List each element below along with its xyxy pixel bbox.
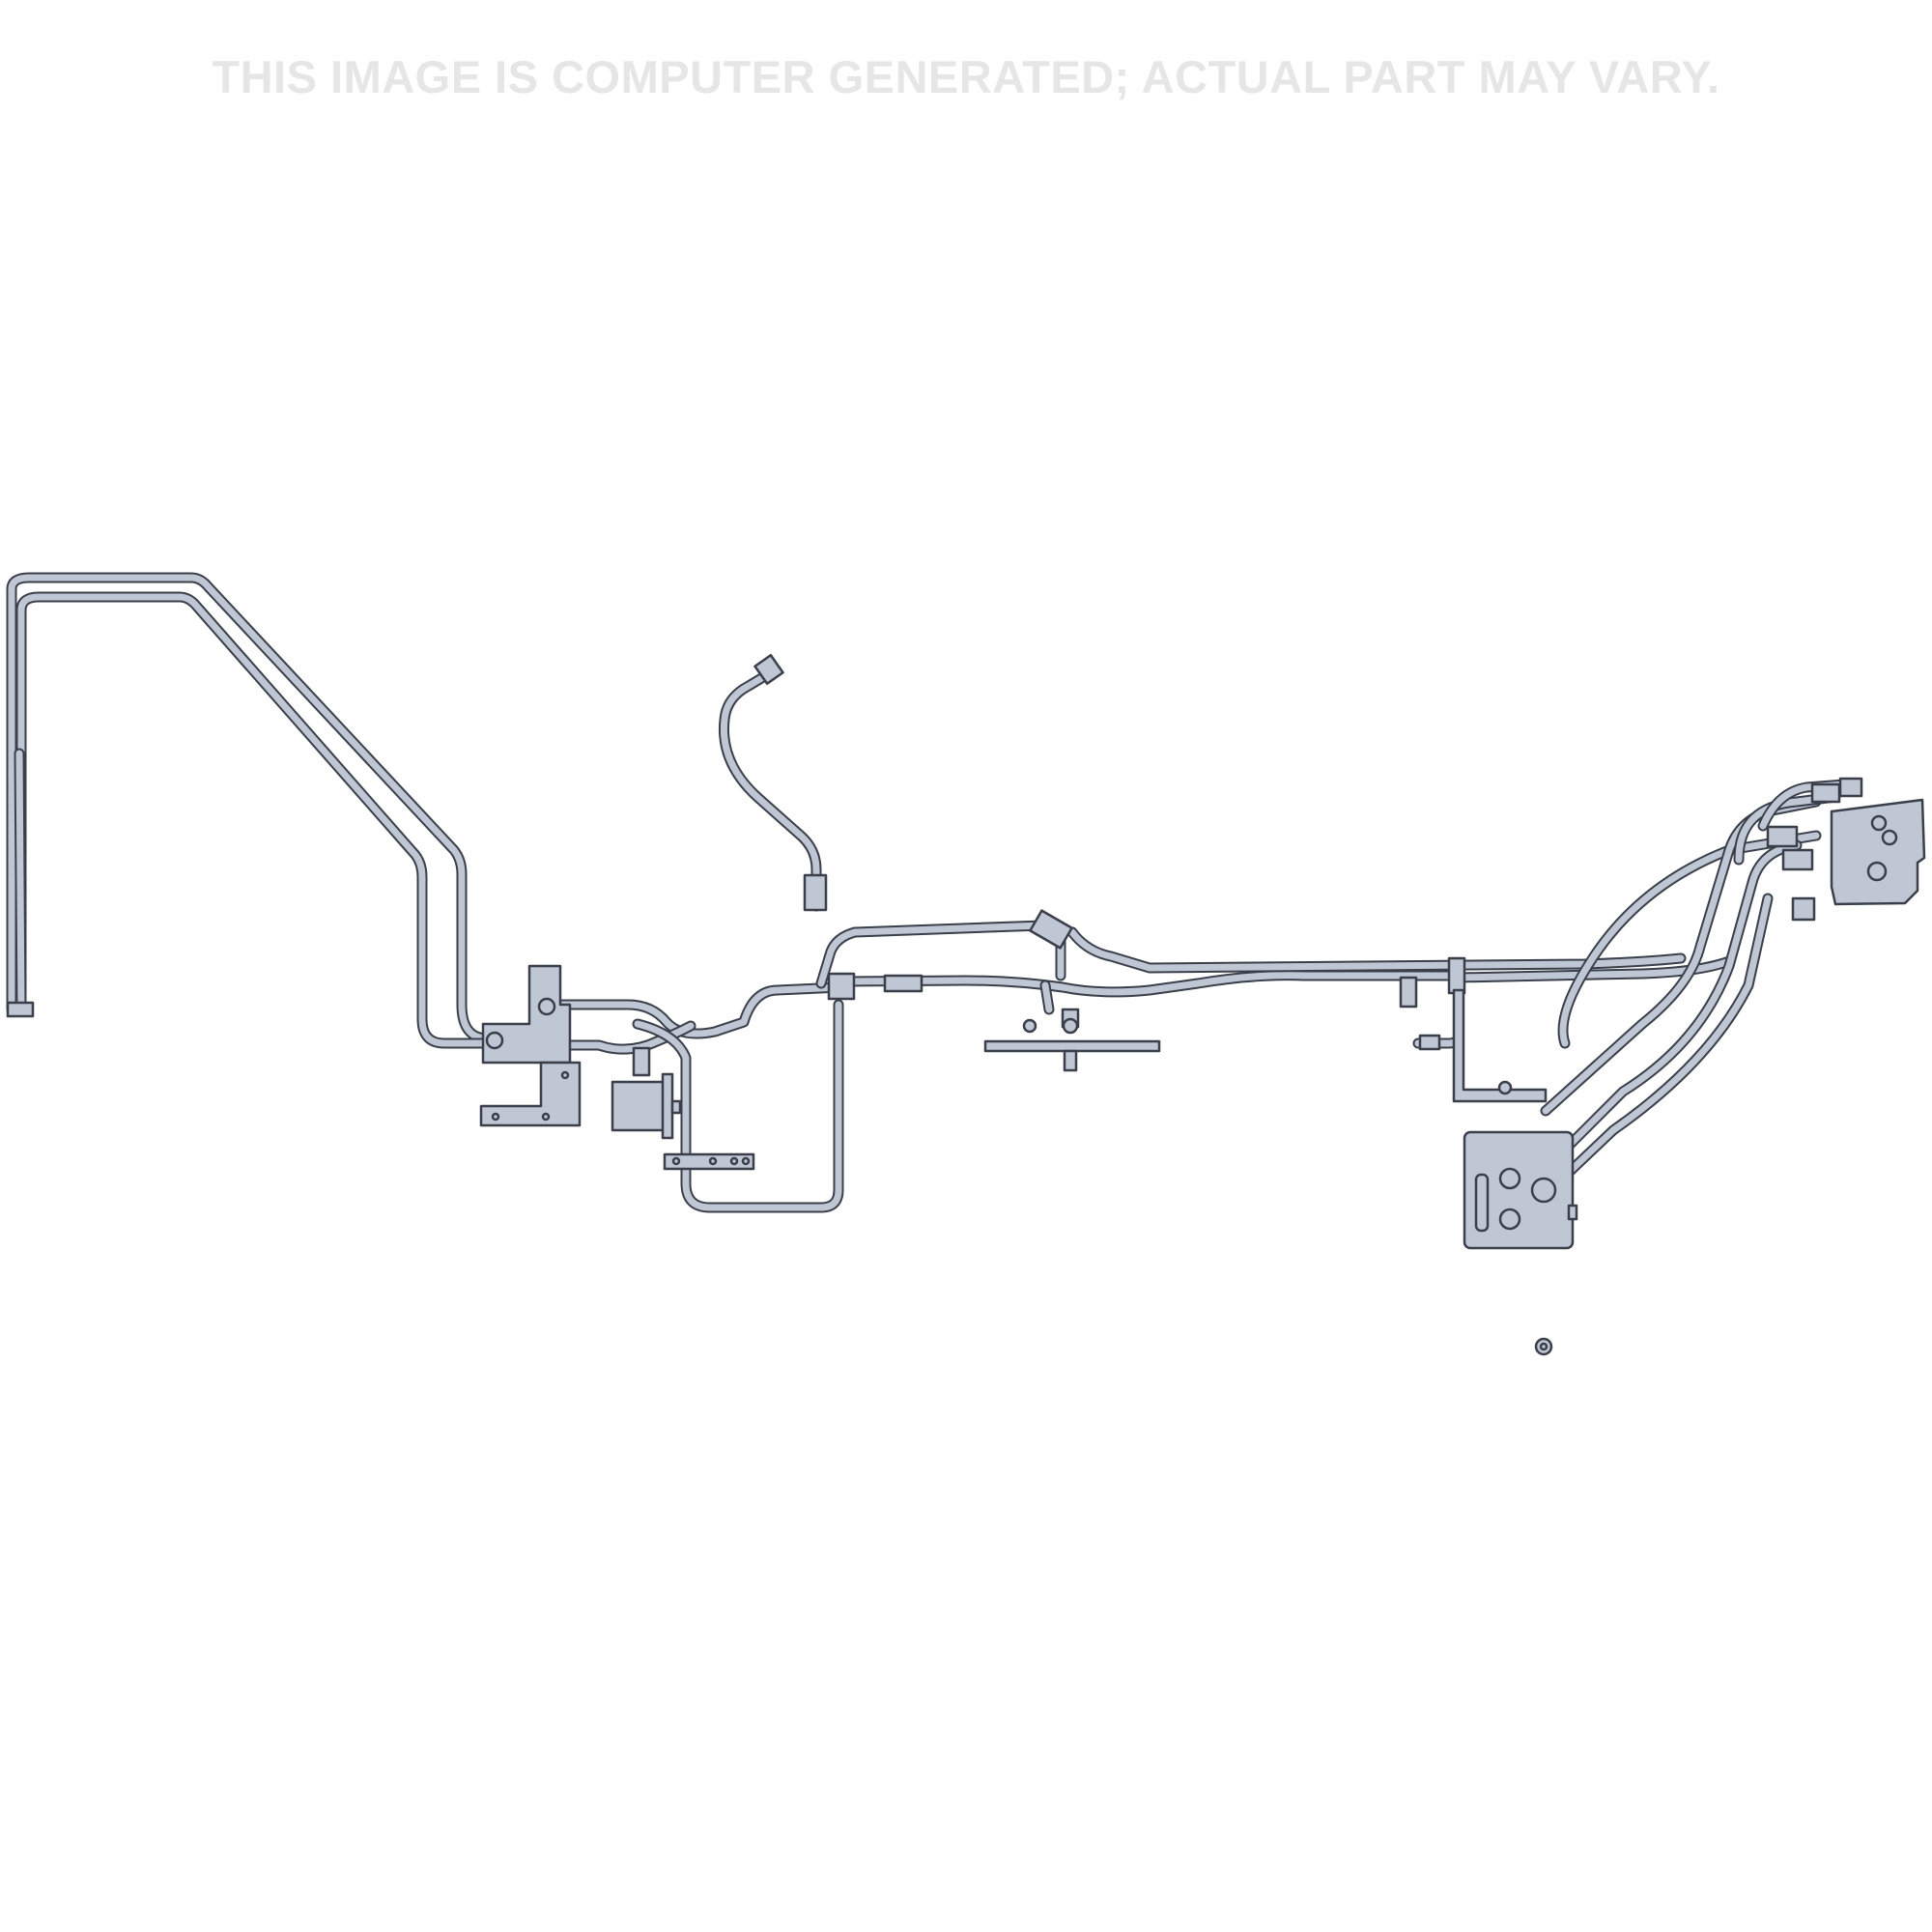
manifold-fitting-5 xyxy=(1838,777,1863,798)
mounting-bracket-left xyxy=(479,1061,582,1127)
mid-small-fitting xyxy=(1418,1034,1441,1051)
center-nut-1 xyxy=(1022,1018,1037,1034)
center-union xyxy=(883,974,923,993)
tube-left-loop-inner-fill xyxy=(17,593,497,1047)
tube-right-riser-c-fill xyxy=(1513,895,1772,1226)
tube-center-drop-fill xyxy=(1041,981,1053,1013)
pump-fitting xyxy=(632,1046,651,1077)
manifold-fitting-3 xyxy=(1781,848,1814,871)
parts-group xyxy=(6,654,1926,1356)
pump-flange xyxy=(661,1072,674,1140)
tube-left-sleeve-fill xyxy=(15,750,25,1013)
center-nut-2 xyxy=(1062,1017,1079,1035)
tube-main-run-mid-fill xyxy=(846,972,1463,996)
right-bracket-bolt xyxy=(1497,1080,1513,1095)
mount-plate-port-1 xyxy=(1498,1167,1521,1190)
pump-bracket-bolt-3 xyxy=(729,1156,739,1166)
hose-right-arc-fill xyxy=(1559,832,1820,1047)
tube-right-riser-b-fill xyxy=(1518,841,1801,1197)
hose-end-fitting-lower xyxy=(803,873,828,912)
valve-port-left-lower xyxy=(485,1031,504,1050)
mounting-bracket-right xyxy=(1452,988,1548,1103)
mount-plate-port-2 xyxy=(1498,1208,1521,1231)
manifold-port-3 xyxy=(1866,861,1888,882)
manifold-fitting-2 xyxy=(1766,825,1799,848)
pump-bracket-bolt-4 xyxy=(741,1156,751,1166)
center-bracket-plate xyxy=(983,1039,1161,1053)
bracket-bolt-1 xyxy=(491,1112,500,1122)
tube-block-to-center-lower-fill xyxy=(556,1022,695,1053)
center-clamp xyxy=(827,972,856,1001)
pump-shaft xyxy=(670,1099,682,1115)
manifold-fitting-4 xyxy=(1791,896,1816,922)
mount-plate-tab xyxy=(1567,1204,1578,1221)
tube-lower-u-loop-fill xyxy=(634,1001,842,1211)
left-sleeve-end xyxy=(6,1001,35,1018)
manifold-block-right xyxy=(1830,798,1926,906)
disclaimer-watermark: THIS IMAGE IS COMPUTER GENERATED; ACTUAL… xyxy=(212,51,1720,102)
mount-plate-port-3 xyxy=(1530,1177,1557,1204)
manifold-port-2 xyxy=(1881,829,1898,846)
manifold-fitting-1 xyxy=(1810,782,1841,804)
tube-block-to-center-upper xyxy=(554,981,846,1039)
hose-upper-flex-fill xyxy=(720,668,820,910)
pump-bracket-bolt-2 xyxy=(708,1156,718,1166)
mount-plate-right xyxy=(1463,1130,1575,1250)
center-bracket-stem xyxy=(1063,1049,1078,1072)
bracket-bolt-2 xyxy=(541,1112,551,1122)
pump-body xyxy=(611,1080,670,1132)
tube-right-upper-return-fill xyxy=(1759,781,1849,830)
tube-group xyxy=(6,572,1851,1228)
loose-washer-hole xyxy=(1539,1342,1548,1351)
mid-clamp xyxy=(1447,956,1466,995)
hose-end-fitting-top xyxy=(753,654,784,685)
mount-plate-slot xyxy=(1474,1173,1490,1233)
bracket-bolt-3 xyxy=(560,1070,570,1080)
hose-upper-flex xyxy=(718,666,822,912)
mid-fitting-left xyxy=(1399,976,1418,1009)
tube-block-to-center-upper-fill xyxy=(556,983,844,1037)
pump-bracket-bolt-1 xyxy=(671,1156,681,1166)
tube-left-loop-outer-fill xyxy=(8,574,545,1042)
center-elbow-fitting xyxy=(1029,909,1073,950)
tube-right-top-loop-fill xyxy=(1735,793,1839,864)
valve-port-left-upper xyxy=(537,997,556,1016)
manifold-port-1 xyxy=(1870,814,1888,832)
